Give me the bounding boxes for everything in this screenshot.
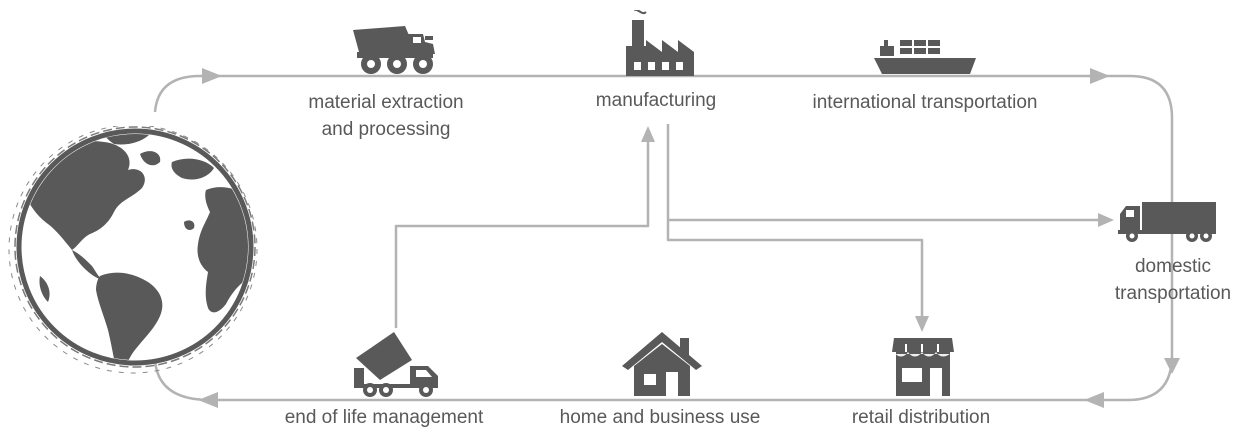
arrow-top-left [202,68,222,84]
arrow-bottom-right [1084,392,1104,408]
mining-dump-truck-icon [353,26,435,74]
material-extraction-label: material extraction and processing [286,89,486,143]
arrow-to-retail [915,316,929,332]
top-flow-line [153,74,1174,402]
eol-return-line [394,140,650,328]
material-label-line1: material extraction [308,92,464,113]
domestic-label-line1: domestic [1134,256,1212,277]
domestic-label-line2: transportation [1114,283,1232,304]
arrow-bottom-left [198,392,218,408]
globe-icon [8,126,258,374]
semi-truck-icon [1118,202,1216,242]
home-business-use-label: home and business use [559,407,761,428]
end-of-life-label: end of life management [284,407,484,428]
manufacturing-label: manufacturing [595,90,717,111]
material-label-line2: and processing [321,119,451,140]
retail-distribution-label: retail distribution [851,407,991,428]
cargo-ship-icon [874,40,976,74]
arrow-to-manufacturing [641,126,655,142]
arrow-to-domestic [1098,213,1114,227]
domestic-transportation-label: domestic transportation [1100,253,1246,307]
storefront-icon [892,338,954,396]
dump-truck-unloading-icon [354,332,438,397]
arrow-right-side [1164,358,1180,374]
manufacturing-stem [666,124,924,318]
international-transportation-label: international transportation [812,92,1038,113]
arrow-top-right [1090,68,1110,84]
house-icon [622,332,702,396]
factory-icon [626,10,694,76]
